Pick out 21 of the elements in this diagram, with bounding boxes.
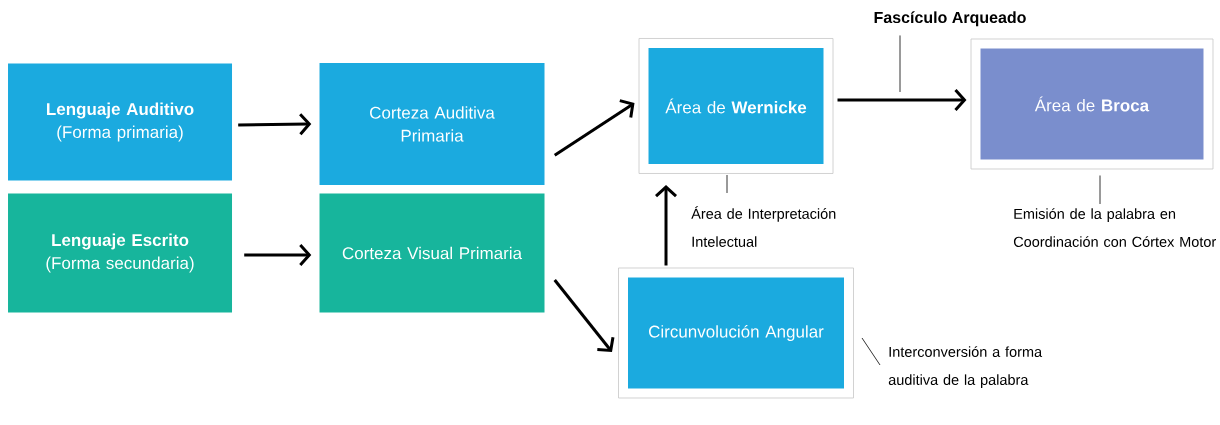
- process-box: Corteza Auditiva Primaria: [319, 63, 545, 185]
- heading-text: Fascículo Arqueado: [874, 11, 1026, 27]
- annotation-text: Emisión de la palabra en Coordinación con Córtex Motor: [1013, 208, 1216, 247]
- arrow: [553, 279, 615, 352]
- leader-line: [1099, 175, 1101, 205]
- arrow: [655, 185, 677, 266]
- annotation-text: Interconversión a forma auditiva de la palabra: [888, 346, 1043, 388]
- arrow: [238, 113, 312, 136]
- leader-line: [899, 35, 901, 93]
- arrow: [553, 99, 635, 157]
- process-box: Corteza Visual Primaria: [319, 193, 545, 313]
- input-box: Lenguaje Auditivo (Forma primaria): [8, 63, 232, 181]
- area-box: Circunvolución Angular: [618, 267, 854, 399]
- area-box: Área de Wernicke: [638, 38, 834, 174]
- leader-line: [726, 174, 728, 194]
- arrow: [244, 244, 312, 266]
- leader-line: [861, 337, 881, 366]
- annotation-text: Área de Interpretación Intelectual: [691, 206, 836, 247]
- area-box: Área de Broca: [970, 38, 1214, 170]
- arrow: [837, 89, 967, 111]
- input-box: Lenguaje Escrito (Forma secundaria): [8, 193, 232, 313]
